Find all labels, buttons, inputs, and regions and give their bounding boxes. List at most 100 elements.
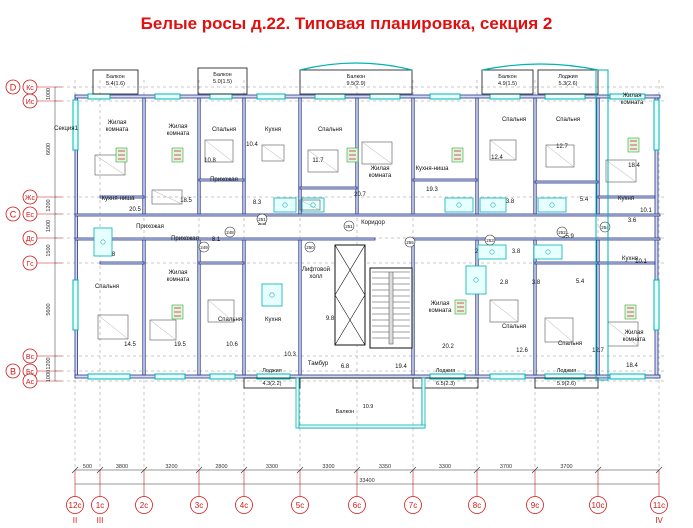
window	[609, 93, 646, 100]
interior-wall	[142, 239, 146, 376]
axis-row-sublabel: Кс	[26, 85, 34, 92]
room-name: Жилая	[371, 166, 390, 172]
interior-wall	[142, 97, 146, 215]
furniture	[489, 299, 519, 323]
interior-wall	[534, 261, 599, 265]
furniture	[545, 144, 575, 168]
room-area: 14.5	[124, 342, 136, 348]
interior-wall	[197, 239, 201, 376]
furniture-detail	[149, 319, 177, 341]
sink	[282, 202, 288, 208]
axis-col-label: 6с	[353, 501, 361, 510]
furniture-detail	[307, 149, 339, 173]
furniture-detail	[261, 144, 285, 162]
room-area: 10.1	[640, 208, 652, 214]
balcony-top	[299, 69, 413, 95]
furniture	[605, 159, 637, 183]
loggia-area: 5.9(2.6)	[557, 381, 576, 387]
room-area: 20.7	[354, 192, 366, 198]
dimension-tick	[96, 466, 104, 474]
room-number-badge-text: 249	[200, 245, 208, 250]
furniture-detail	[605, 159, 637, 183]
room-area: 10.1	[635, 259, 647, 265]
column-dimension: 3200	[165, 464, 177, 470]
interior-wall	[597, 261, 656, 265]
column-dimension: 500	[83, 464, 92, 470]
interior-wall	[242, 97, 246, 215]
room-number-badge-text: 248	[226, 230, 234, 235]
balcony-name: Балкон	[106, 74, 124, 80]
bathroom-area: 19.4	[395, 364, 407, 370]
window	[544, 373, 586, 380]
window	[209, 93, 233, 100]
bay-window-arc	[481, 63, 599, 71]
furniture	[151, 189, 183, 205]
bathroom-area: 35.9	[562, 234, 574, 240]
axis-marker-circle	[5, 206, 21, 222]
balcony-area: 4.9(1.5)	[498, 81, 517, 87]
window	[609, 373, 646, 380]
interior-wall	[533, 239, 537, 376]
axis-marker-circle	[235, 496, 253, 514]
furniture	[361, 141, 393, 165]
room-area: 20.5	[129, 207, 141, 213]
elevator-shaft	[334, 244, 366, 346]
row-dimension: 1500	[46, 220, 52, 232]
interior-wall	[411, 97, 415, 215]
balcony-top	[537, 69, 599, 95]
window	[429, 93, 461, 100]
interior-wall	[597, 195, 656, 199]
balcony-top	[481, 69, 534, 95]
column-dimension: 3300	[322, 464, 334, 470]
dimension-tick	[531, 466, 539, 474]
axis-col-label: 4с	[240, 501, 248, 510]
axis-row-label: D	[10, 83, 17, 93]
room-number-badge-text: 255	[406, 240, 414, 245]
furniture-detail	[361, 141, 393, 165]
room-name: Кухня	[265, 317, 281, 323]
balcony-area: 10.9	[363, 404, 374, 410]
row-dimension: 6600	[46, 143, 52, 155]
room-number-badge	[556, 226, 568, 238]
corridor-wall-top	[74, 213, 661, 217]
axis-marker-circle	[650, 496, 668, 514]
room-area: 18.4	[628, 163, 640, 169]
interior-wall	[412, 178, 478, 182]
balcony-area: 5.3(2.6)	[559, 81, 578, 87]
room-name: Спальня	[502, 324, 526, 330]
axis-row-label: Жс	[25, 195, 35, 202]
row-dimension: 1000	[46, 370, 52, 382]
axis-marker-circle	[66, 496, 84, 514]
axis-col-label: 12с	[69, 501, 82, 510]
furniture-detail	[489, 139, 517, 161]
balcony-area: 9.5(2.9)	[347, 81, 366, 87]
room-name: Прихожая	[136, 224, 164, 230]
room-area: 11.7	[312, 158, 324, 164]
window	[256, 93, 286, 100]
loggia-bottom	[534, 377, 599, 389]
room-number-badge	[304, 241, 316, 253]
room-number-badge-text: 251	[345, 224, 353, 229]
window	[314, 93, 346, 100]
axis-col-label: 8с	[473, 501, 481, 510]
interior-wall	[534, 180, 599, 184]
room-name: Спальня	[558, 341, 582, 347]
window	[72, 99, 79, 151]
room-name: Жилая	[108, 120, 127, 126]
axis-marker-circle	[5, 79, 21, 95]
interior-wall	[596, 239, 600, 376]
axis-row-label: Ис	[26, 99, 35, 106]
axis-col-label: 3с	[195, 501, 203, 510]
column-dimension: 2800	[215, 464, 227, 470]
interior-wall	[197, 97, 201, 215]
dimension-tick	[71, 466, 79, 474]
furniture-detail	[207, 299, 235, 323]
room-name: Кухня-ниша	[416, 166, 450, 172]
room-name: комната	[429, 308, 452, 314]
page-title: Белые росы д.22. Типовая планировка, сек…	[140, 14, 553, 33]
balcony-name: Лоджия	[558, 74, 578, 80]
interior-wall	[298, 239, 302, 376]
loggia-name: Лоджия	[557, 368, 577, 374]
window	[429, 373, 466, 380]
